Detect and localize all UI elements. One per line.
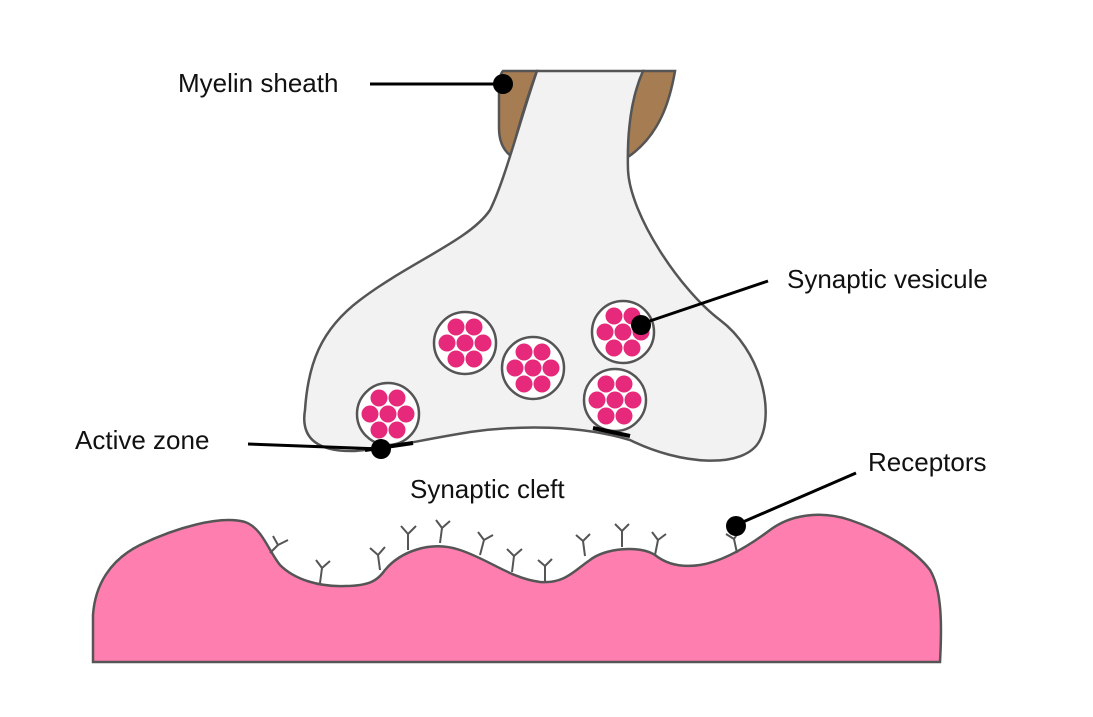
neurotransmitter-particle xyxy=(614,323,632,341)
receptor xyxy=(477,531,494,556)
pointer-line-active-zone xyxy=(247,442,382,451)
label-myelin-sheath: Myelin sheath xyxy=(178,68,339,98)
receptor xyxy=(651,531,667,556)
neurotransmitter-particle xyxy=(533,375,551,393)
neurotransmitter-particle xyxy=(361,405,379,423)
neurotransmitter-particle xyxy=(588,391,606,409)
label-active-zone: Active zone xyxy=(75,425,210,455)
neurotransmitter-particle xyxy=(597,407,615,425)
receptor xyxy=(435,519,451,544)
receptor xyxy=(506,548,523,573)
neurotransmitter-particle xyxy=(615,375,633,393)
neurotransmitter-particle xyxy=(465,350,483,368)
neurotransmitter-particle xyxy=(624,391,642,409)
neurotransmitter-particle xyxy=(370,389,388,407)
neurotransmitter-particle xyxy=(379,405,397,423)
pointer-dot-active-zone xyxy=(371,439,391,459)
neurotransmitter-particle xyxy=(597,375,615,393)
neurotransmitter-particle xyxy=(474,334,492,352)
synaptic-vesicle xyxy=(432,310,498,376)
receptors-group xyxy=(269,519,741,584)
neurotransmitter-particle xyxy=(596,323,614,341)
receptor xyxy=(369,546,386,571)
pointer-line-receptors xyxy=(735,471,857,527)
neurotransmitter-particle xyxy=(388,421,406,439)
synaptic-vesicle xyxy=(582,367,648,433)
label-synaptic-vesicule: Synaptic vesicule xyxy=(787,264,988,294)
active-zone-mark-right xyxy=(592,426,631,438)
pointer-dot-myelin xyxy=(493,74,513,94)
neurotransmitter-particle xyxy=(447,318,465,336)
pointer-line-vesicule xyxy=(640,279,769,326)
neurotransmitter-particle xyxy=(533,343,551,361)
neurotransmitter-particle xyxy=(606,391,624,409)
label-synaptic-cleft: Synaptic cleft xyxy=(410,474,565,504)
neurotransmitter-particle xyxy=(623,339,641,357)
neurotransmitter-particle xyxy=(465,318,483,336)
neurotransmitter-particle xyxy=(388,389,406,407)
receptor xyxy=(400,525,417,550)
neurotransmitter-particle xyxy=(615,407,633,425)
neurotransmitter-particle xyxy=(456,334,474,352)
postsynaptic-membrane xyxy=(91,513,943,664)
synaptic-vesicle xyxy=(355,381,421,447)
receptor xyxy=(614,523,630,547)
synaptic-vesicle xyxy=(500,335,566,401)
pointers xyxy=(247,74,857,536)
receptor xyxy=(315,559,331,584)
pointer-dot-receptors xyxy=(726,516,746,536)
pointer-dot-vesicule xyxy=(631,315,651,335)
neurotransmitter-particle xyxy=(515,375,533,393)
label-receptors: Receptors xyxy=(868,447,987,477)
neurotransmitter-particle xyxy=(605,339,623,357)
neurotransmitter-particle xyxy=(397,405,415,423)
neurotransmitter-particle xyxy=(542,359,560,377)
neurotransmitter-particle xyxy=(438,334,456,352)
receptor xyxy=(269,535,289,554)
receptor xyxy=(575,533,591,557)
neurotransmitter-particle xyxy=(506,359,524,377)
receptor xyxy=(537,558,553,582)
neurotransmitter-particle xyxy=(605,307,623,325)
presynaptic-terminal xyxy=(302,69,767,462)
neurotransmitter-particle xyxy=(447,350,465,368)
neurotransmitter-particle xyxy=(370,421,388,439)
neurotransmitter-particle xyxy=(524,359,542,377)
neurotransmitter-particle xyxy=(515,343,533,361)
vesicles xyxy=(355,299,656,447)
